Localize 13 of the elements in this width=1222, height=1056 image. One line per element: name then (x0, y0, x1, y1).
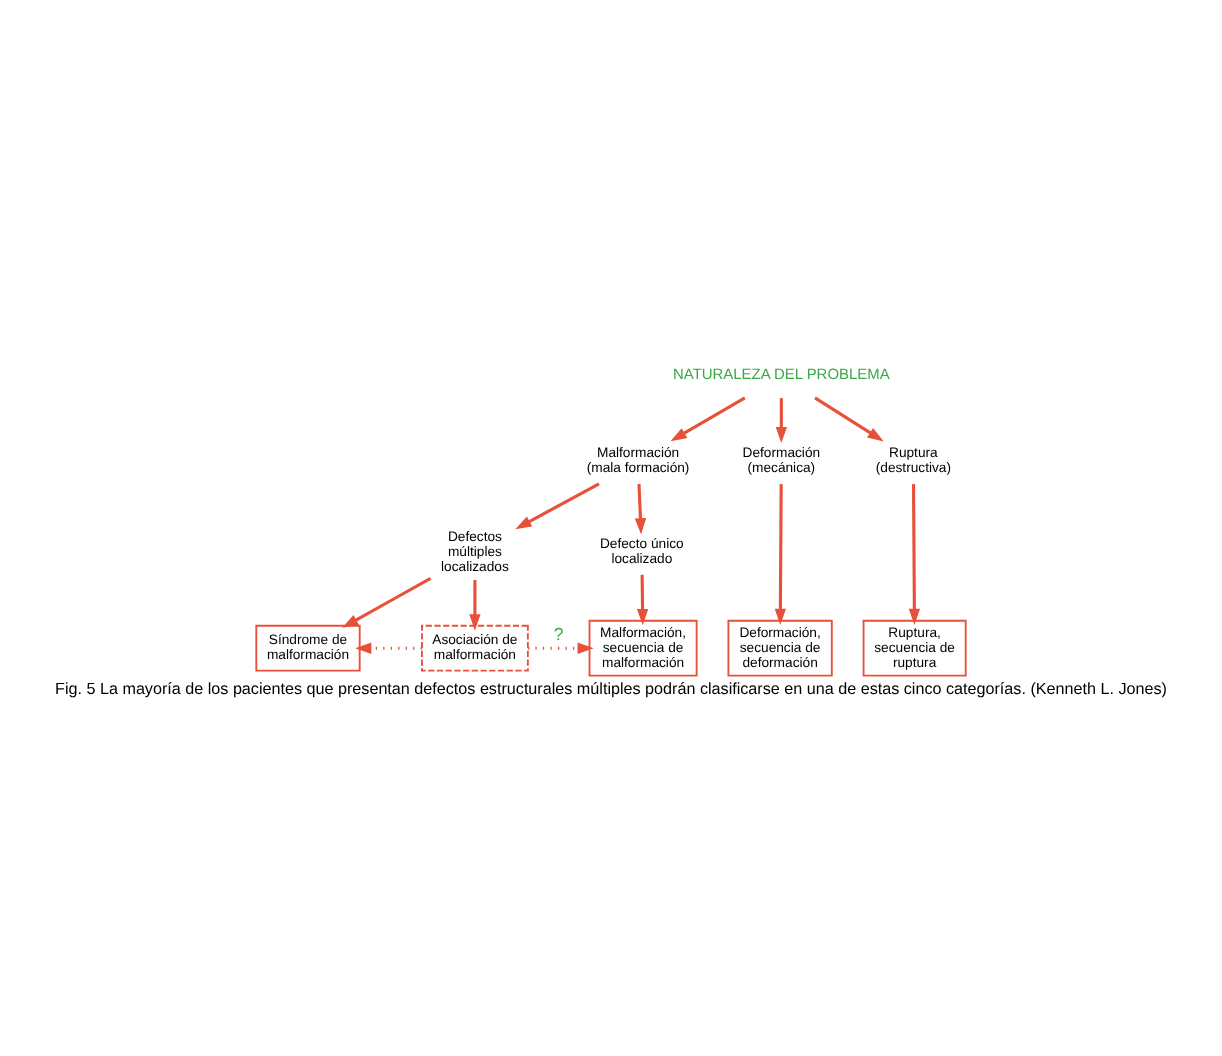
arrow (342, 576, 432, 628)
arrow (814, 396, 884, 442)
arrow (355, 642, 422, 654)
edge-label: ? (553, 623, 564, 644)
arrow (670, 396, 746, 442)
arrow (774, 484, 787, 625)
arrow (908, 484, 921, 625)
arrow (636, 574, 649, 626)
arrow (775, 398, 787, 444)
arrow (634, 483, 647, 535)
arrow (469, 580, 481, 631)
arrow (515, 482, 600, 530)
arrow (528, 642, 594, 654)
